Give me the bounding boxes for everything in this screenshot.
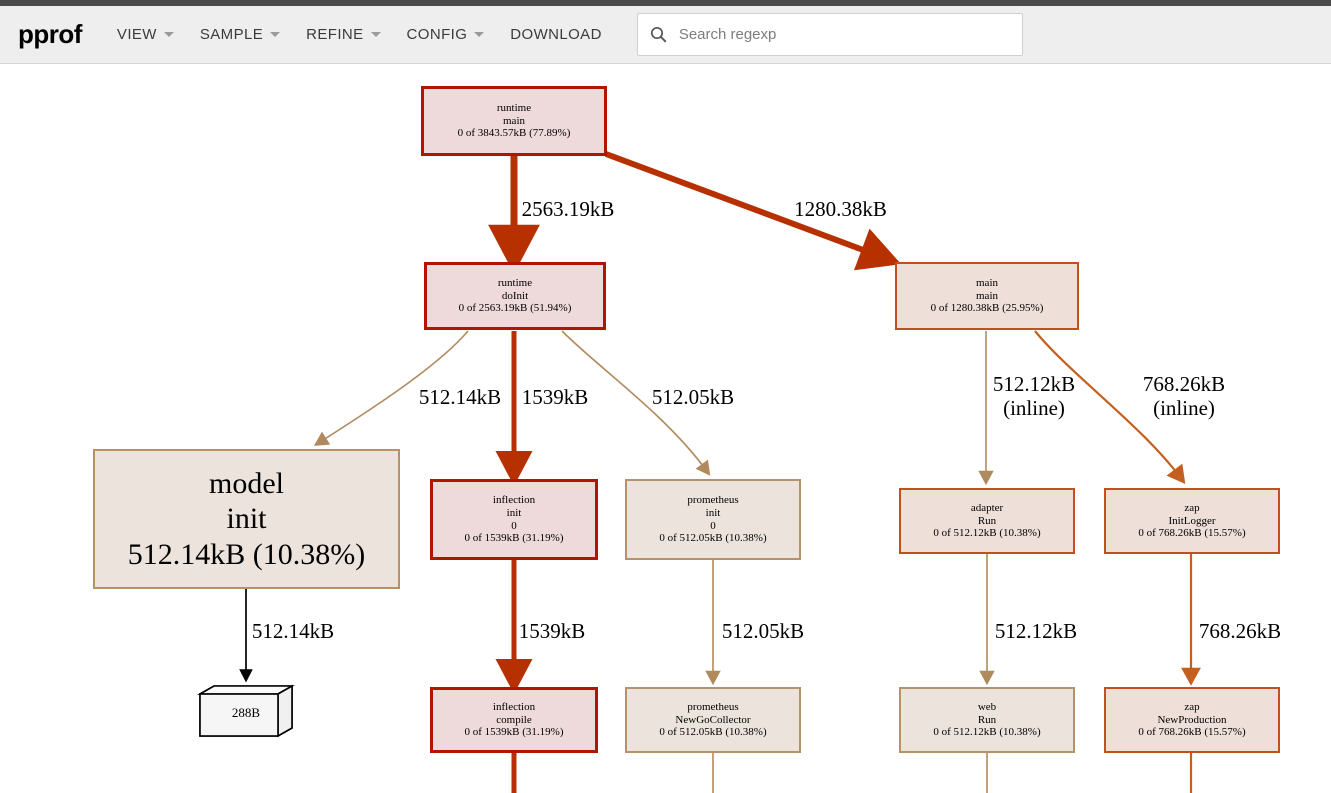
node-line: 0 of 1539kB (31.19%) <box>464 726 564 739</box>
edge-label-prometheus-init-to-newgocollector: 512.05kB <box>721 619 805 643</box>
menu-item-view-label: VIEW <box>116 26 157 43</box>
node-line: init <box>226 502 267 536</box>
node-line: 512.14kB (10.38%) <box>127 537 366 571</box>
node-line: prometheus <box>687 493 739 506</box>
menu-item-download[interactable]: DOWNLOAD <box>497 6 615 63</box>
menu-item-config-label: CONFIG <box>406 26 468 43</box>
node-line: prometheus <box>687 700 739 713</box>
node-line: Run <box>977 514 997 527</box>
graph-edges <box>196 151 1201 793</box>
edge-label-main-to-adapter-run: 512.12kB (inline) <box>992 372 1076 420</box>
node-line: web <box>977 700 997 713</box>
chevron-down-icon <box>270 32 281 37</box>
search-input[interactable] <box>676 13 1010 56</box>
node-line: 0 of 512.05kB (10.38%) <box>659 532 767 545</box>
search-icon <box>650 26 667 43</box>
node-line: 0 of 512.05kB (10.38%) <box>659 726 767 739</box>
node-line: 0 of 1280.38kB (25.95%) <box>930 302 1044 315</box>
node-line: 0 of 512.12kB (10.38%) <box>933 527 1041 540</box>
node-line: doInit <box>501 289 529 302</box>
node-line: 0 of 768.26kB (15.57%) <box>1138 527 1246 540</box>
edge-main-main-to-zap-initlogger <box>1034 330 1186 485</box>
node-line: 0 <box>511 519 517 532</box>
node-line: main <box>503 114 525 127</box>
node-line: runtime <box>497 276 533 289</box>
edge-label-inflection-init-to-compile: 1539kB <box>518 619 586 643</box>
edge-doinit-to-model-init <box>313 330 469 446</box>
edge-label-model-init-to-288b: 512.14kB <box>251 619 335 643</box>
node-line: NewGoCollector <box>675 713 751 726</box>
window-top-strip <box>0 0 1331 6</box>
edge-label-runtime-main-to-doinit: 2563.19kB <box>521 197 615 221</box>
node-288b-shape[interactable] <box>196 684 296 738</box>
menu-item-view[interactable]: VIEW <box>104 6 187 63</box>
node-line: 0 <box>710 519 716 532</box>
menu-item-sample[interactable]: SAMPLE <box>187 6 293 63</box>
node-line: InitLogger <box>1168 514 1216 527</box>
menu-bar: VIEW SAMPLE REFINE CONFIG DOWNLOAD <box>104 6 615 63</box>
app-logo: pprof <box>18 19 82 49</box>
menu-item-sample-label: SAMPLE <box>199 26 264 43</box>
node-line: compile <box>496 713 532 726</box>
edge-label-doinit-to-inflection-init: 1539kB <box>521 385 589 409</box>
node-line: init <box>506 506 522 519</box>
node-line: NewProduction <box>1157 713 1227 726</box>
node-line: Run <box>977 713 997 726</box>
chevron-down-icon <box>163 32 174 37</box>
menu-item-refine-label: REFINE <box>306 26 364 43</box>
node-line: 0 of 1539kB (31.19%) <box>464 532 564 545</box>
node-line: inflection <box>492 493 536 506</box>
node-line: 0 of 768.26kB (15.57%) <box>1138 726 1246 739</box>
node-line: runtime <box>496 101 532 114</box>
chevron-down-icon <box>370 32 381 37</box>
node-line: model <box>209 466 284 500</box>
edge-label-doinit-to-prometheus-init: 512.05kB <box>651 385 735 409</box>
edge-label-runtime-main-to-main-main: 1280.38kB <box>794 197 887 221</box>
chevron-down-icon <box>474 32 485 37</box>
edge-label-zap-initlogger-to-newproduction: 768.26kB <box>1198 619 1282 643</box>
node-line: 0 of 2563.19kB (51.94%) <box>458 302 572 315</box>
node-line: 0 of 3843.57kB (77.89%) <box>457 127 571 140</box>
menu-item-config[interactable]: CONFIG <box>394 6 498 63</box>
node-line: zap <box>1184 501 1200 514</box>
node-288b-label: 288B <box>231 705 261 720</box>
edge-runtime-main-to-main-main <box>604 151 902 271</box>
edge-label-main-to-zap-initlogger: 768.26kB (inline) <box>1142 372 1226 420</box>
search-box[interactable] <box>636 13 1023 56</box>
menu-item-download-label: DOWNLOAD <box>510 26 602 43</box>
node-line: inflection <box>492 700 536 713</box>
node-line: 0 of 512.12kB (10.38%) <box>933 726 1041 739</box>
edge-doinit-to-prometheus-init <box>561 330 711 476</box>
node-line: init <box>705 506 721 519</box>
edge-label-adapter-run-to-web-run: 512.12kB <box>994 619 1078 643</box>
node-line: adapter <box>970 501 1004 514</box>
node-line: zap <box>1184 700 1200 713</box>
node-line: main <box>976 289 998 302</box>
node-line: main <box>976 276 998 289</box>
edge-label-doinit-to-model-init: 512.14kB <box>418 385 502 409</box>
menu-item-refine[interactable]: REFINE <box>293 6 393 63</box>
toolbar: pprof VIEW SAMPLE REFINE CONFIG DOWNLOAD <box>0 6 1331 64</box>
